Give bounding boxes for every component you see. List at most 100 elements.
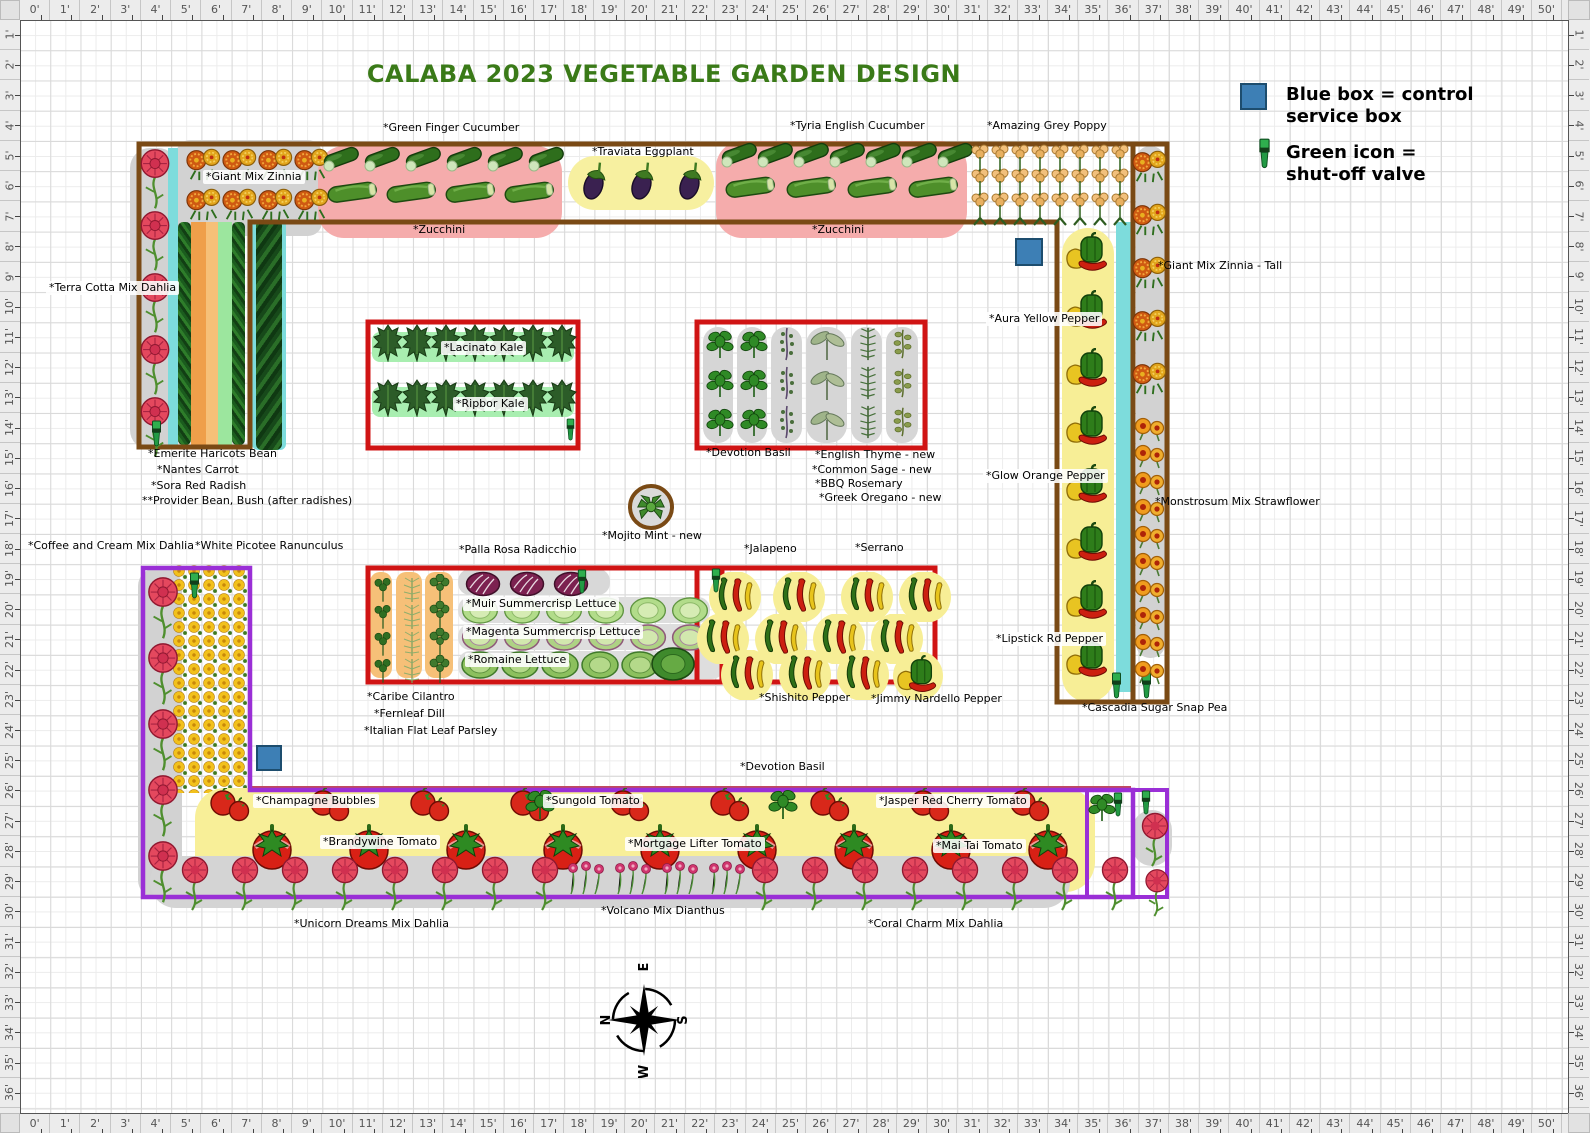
cherry-icon[interactable] bbox=[208, 788, 254, 824]
dahlias-icon[interactable] bbox=[278, 856, 312, 914]
poppy-icon[interactable] bbox=[1070, 192, 1090, 226]
eggp-icon[interactable] bbox=[580, 160, 610, 202]
pars-icon[interactable] bbox=[429, 574, 451, 604]
dian-icon[interactable] bbox=[612, 860, 654, 896]
dahlias-icon[interactable] bbox=[428, 856, 462, 914]
cuke-icon[interactable] bbox=[320, 146, 364, 172]
strawf-icon[interactable] bbox=[1134, 659, 1166, 685]
valve-icon[interactable] bbox=[188, 572, 201, 600]
cuke-icon[interactable] bbox=[484, 146, 528, 172]
dahlia-icon[interactable] bbox=[144, 708, 182, 774]
cil-icon[interactable] bbox=[374, 657, 392, 685]
valve-icon[interactable] bbox=[1110, 672, 1123, 700]
rosem-icon[interactable] bbox=[856, 365, 880, 401]
cuke-icon[interactable] bbox=[402, 146, 446, 172]
dahlia-icon[interactable] bbox=[144, 642, 182, 708]
radic-icon[interactable] bbox=[464, 571, 502, 597]
cil-icon[interactable] bbox=[374, 630, 392, 658]
dian-icon[interactable] bbox=[706, 860, 748, 896]
basil-icon[interactable] bbox=[706, 328, 734, 360]
poppy-icon[interactable] bbox=[1010, 192, 1030, 226]
pars-icon[interactable] bbox=[429, 601, 451, 631]
kale-icon[interactable] bbox=[547, 379, 577, 417]
bellpep-icon[interactable] bbox=[1064, 522, 1112, 566]
valve-icon[interactable] bbox=[710, 568, 722, 594]
poppy-icon[interactable] bbox=[1110, 192, 1130, 226]
dill-icon[interactable] bbox=[401, 574, 423, 604]
kale-icon[interactable] bbox=[547, 324, 577, 362]
cherry-icon[interactable] bbox=[408, 788, 454, 824]
dahlias-icon[interactable] bbox=[528, 856, 562, 914]
control-service-box[interactable] bbox=[1015, 238, 1043, 266]
strawf-icon[interactable] bbox=[1134, 551, 1166, 577]
poppy-icon[interactable] bbox=[990, 192, 1010, 226]
dahlia-icon[interactable] bbox=[136, 148, 174, 212]
bellpep-icon[interactable] bbox=[1064, 406, 1112, 450]
oreg-icon[interactable] bbox=[890, 365, 916, 399]
zuc-icon[interactable] bbox=[907, 173, 963, 199]
zinnia-icon[interactable] bbox=[222, 186, 258, 222]
sage-icon[interactable] bbox=[808, 406, 846, 442]
zinnia-icon[interactable] bbox=[1132, 201, 1168, 237]
strawf-icon[interactable] bbox=[1134, 605, 1166, 631]
dill-icon[interactable] bbox=[401, 655, 423, 685]
thyme-icon[interactable] bbox=[775, 365, 799, 401]
dahlias-icon[interactable] bbox=[178, 856, 212, 914]
strawf-icon[interactable] bbox=[1134, 416, 1166, 442]
zinnia-icon[interactable] bbox=[1132, 148, 1168, 184]
basil-icon[interactable] bbox=[706, 406, 734, 438]
cuke-icon[interactable] bbox=[443, 146, 487, 172]
poppy-icon[interactable] bbox=[1090, 192, 1110, 226]
zinnia-icon[interactable] bbox=[294, 186, 330, 222]
dahlias-icon[interactable] bbox=[898, 856, 932, 914]
valve-icon[interactable] bbox=[150, 420, 163, 448]
dahlia-icon[interactable] bbox=[144, 576, 182, 642]
plan-grid[interactable]: CALABA 2023 VEGETABLE GARDEN DESIGN Blue… bbox=[20, 20, 1568, 1113]
zuc-icon[interactable] bbox=[385, 178, 441, 204]
poppy-icon[interactable] bbox=[1050, 192, 1070, 226]
cherry-icon[interactable] bbox=[708, 788, 754, 824]
zuc-icon[interactable] bbox=[503, 178, 559, 204]
dian-icon[interactable] bbox=[565, 860, 607, 896]
zuc-icon[interactable] bbox=[724, 173, 780, 199]
pars-icon[interactable] bbox=[429, 655, 451, 685]
zinnia-icon[interactable] bbox=[186, 186, 222, 222]
thyme-icon[interactable] bbox=[775, 404, 799, 440]
strawf-icon[interactable] bbox=[1134, 443, 1166, 469]
kale-icon[interactable] bbox=[402, 324, 432, 362]
kale-icon[interactable] bbox=[373, 324, 403, 362]
control-service-box[interactable] bbox=[256, 745, 282, 771]
dahlias-icon[interactable] bbox=[1138, 812, 1172, 870]
dahlias-icon[interactable] bbox=[478, 856, 512, 914]
dahlias-icon[interactable] bbox=[1142, 868, 1172, 920]
strawf-icon[interactable] bbox=[1134, 470, 1166, 496]
dahlias-icon[interactable] bbox=[798, 856, 832, 914]
kale-icon[interactable] bbox=[373, 379, 403, 417]
zinnia-icon[interactable] bbox=[1132, 307, 1168, 343]
thyme-icon[interactable] bbox=[775, 326, 799, 362]
zuc-icon[interactable] bbox=[846, 173, 902, 199]
dahlia-icon[interactable] bbox=[136, 334, 174, 398]
eggp-icon[interactable] bbox=[676, 160, 706, 202]
poppy-icon[interactable] bbox=[1030, 192, 1050, 226]
zinnia-icon[interactable] bbox=[1132, 360, 1168, 396]
bellpep-icon[interactable] bbox=[1064, 580, 1112, 624]
dahlias-icon[interactable] bbox=[1098, 856, 1132, 914]
cuke-icon[interactable] bbox=[361, 146, 405, 172]
dill-icon[interactable] bbox=[401, 601, 423, 631]
kale-icon[interactable] bbox=[402, 379, 432, 417]
dahlia-icon[interactable] bbox=[136, 210, 174, 274]
basil-icon[interactable] bbox=[740, 328, 768, 360]
valve-icon[interactable] bbox=[565, 418, 576, 442]
sage-icon[interactable] bbox=[808, 326, 846, 362]
valve-icon[interactable] bbox=[1112, 792, 1124, 818]
basil-icon[interactable] bbox=[706, 367, 734, 399]
dahlia-icon[interactable] bbox=[144, 774, 182, 840]
zinnia-icon[interactable] bbox=[258, 186, 294, 222]
oreg-icon[interactable] bbox=[890, 326, 916, 360]
basil-icon[interactable] bbox=[740, 367, 768, 399]
poppy-icon[interactable] bbox=[970, 192, 990, 226]
dahlias-icon[interactable] bbox=[1048, 856, 1082, 914]
cherry-icon[interactable] bbox=[808, 788, 854, 824]
rom-icon[interactable] bbox=[580, 651, 620, 679]
